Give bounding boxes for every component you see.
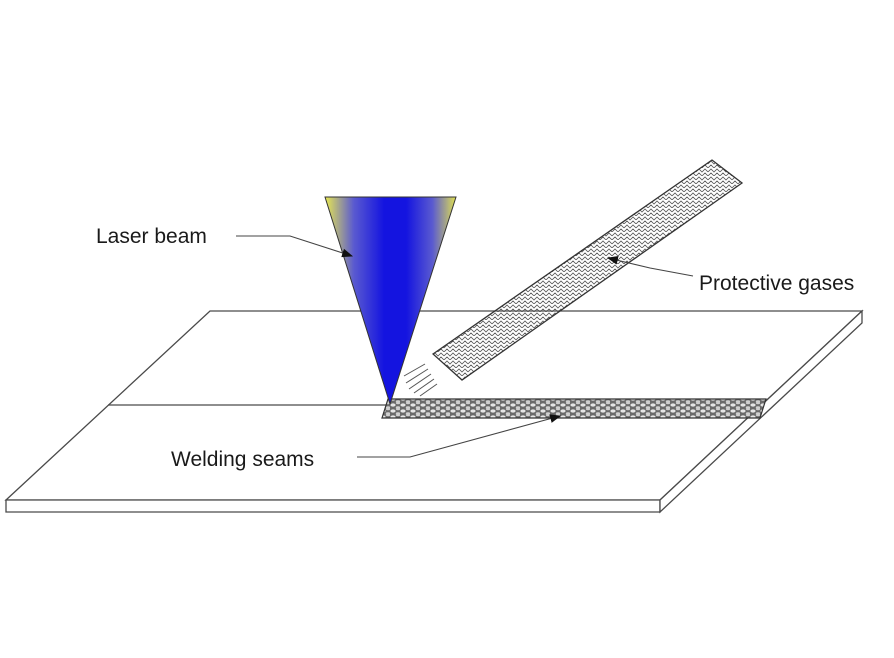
welding-seams-label: Welding seams	[171, 448, 314, 471]
laser-beam-label: Laser beam	[96, 225, 207, 248]
laser-beam-leader	[236, 235, 354, 258]
gas-nozzle-tube	[431, 159, 744, 381]
gas-nozzle	[431, 159, 744, 381]
protective-gases-label: Protective gases	[699, 272, 854, 295]
protective-gases-leader	[606, 256, 694, 277]
laser-beam-cone	[324, 196, 457, 406]
welding-seam-bead	[381, 398, 767, 419]
gas-spray	[403, 363, 438, 397]
welding-seams-leader	[357, 414, 562, 458]
plate-front-edge	[5, 499, 661, 513]
